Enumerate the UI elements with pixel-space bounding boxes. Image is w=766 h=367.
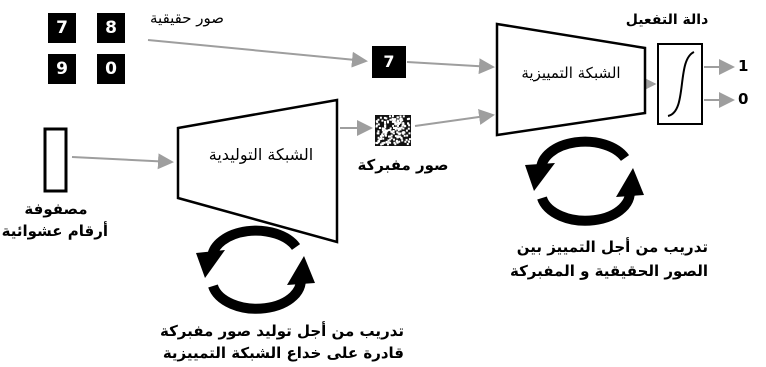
generator-training-cycle-icon (196, 225, 315, 314)
discriminator-caption-line2: الصور الحقيقية و المفبركة (509, 262, 708, 280)
real-digit-9: 9 (48, 54, 76, 84)
discriminator-caption-line1: تدريب من أجل التمييز بين (516, 238, 708, 256)
output-zero: 0 (738, 90, 749, 108)
real-digit-8: 8 (97, 13, 125, 43)
noise-label-line1: مصفوفة (24, 200, 88, 218)
fake-images-label: صور مفبركة (357, 156, 449, 174)
generator-label: الشبكة التوليدية (208, 145, 314, 164)
real-digit-0: 0 (97, 54, 125, 84)
noise-vector-box (43, 127, 68, 193)
real-images-label: صور حقيقية (150, 9, 225, 27)
arrow-noise-to-generator (71, 153, 174, 170)
activation-box (657, 43, 703, 125)
noise-label-line2: أرقام عشوائية (1, 222, 108, 240)
arrow-real-to-sample (147, 39, 368, 68)
discriminator-training-cycle-icon (525, 136, 644, 226)
discriminator-label: الشبكة التمييزية (521, 64, 621, 82)
output-one: 1 (738, 57, 749, 75)
fake-image-noise (375, 115, 411, 146)
activation-label: دالة التفعيل (625, 12, 709, 28)
sigmoid-curve-icon (667, 51, 695, 117)
discriminator-shape (495, 22, 647, 137)
generator-caption-line1: تدريب من أجل توليد صور مفبركة (159, 322, 404, 340)
generator-caption-line2: قادرة على خداع الشبكة التمييزية (162, 344, 404, 362)
generator-shape (176, 98, 339, 244)
arrow-sample-to-discriminator (406, 58, 495, 75)
arrow-fake-to-discriminator (414, 109, 495, 127)
sample-digit: 7 (372, 46, 406, 78)
real-digit-7: 7 (48, 13, 76, 43)
